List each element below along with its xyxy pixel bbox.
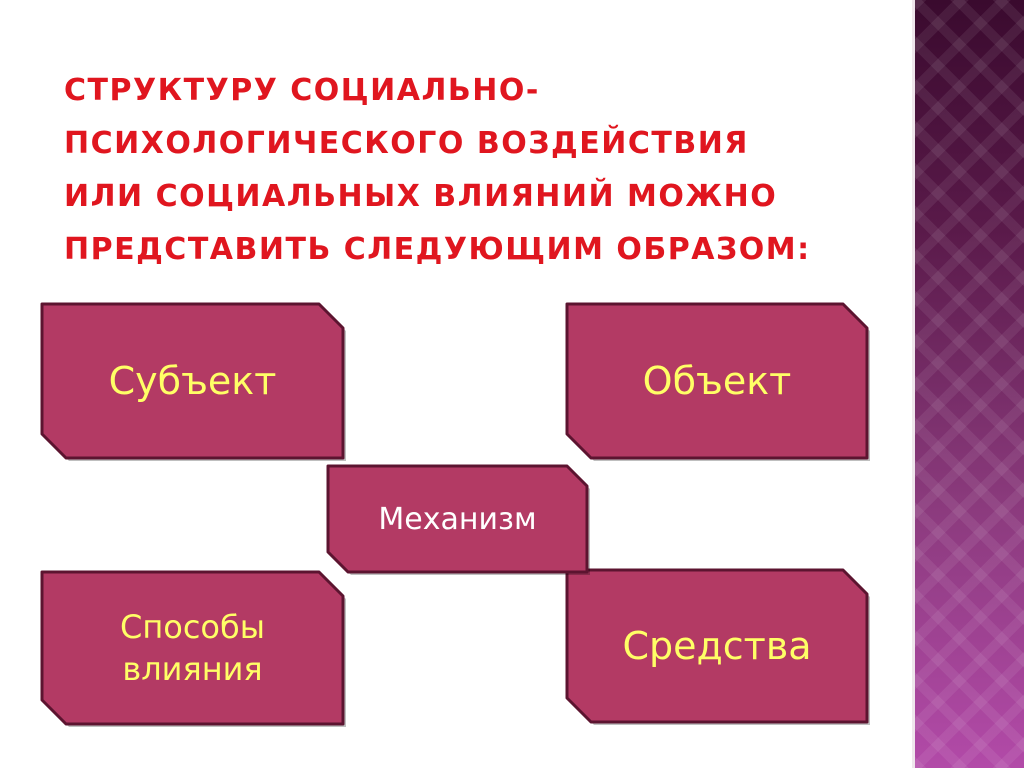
box-subject-label: Субъект: [109, 359, 277, 403]
side-band-divider: [912, 0, 915, 768]
slide-title: Структуру социально- психологического во…: [64, 73, 811, 267]
box-subject-shape: [40, 302, 345, 460]
box-object-shape: [565, 302, 869, 460]
box-mechanism: Механизм: [326, 464, 590, 575]
box-means: Средства: [565, 568, 870, 725]
box-means-shape: [565, 568, 869, 724]
box-mechanism-shape: [326, 464, 589, 574]
box-means-label: Средства: [622, 624, 811, 668]
box-object: Объект: [565, 302, 870, 461]
box-methods-shape: [40, 570, 345, 726]
box-mechanism-label: Механизм: [378, 502, 536, 537]
box-subject: Субъект: [40, 302, 346, 461]
side-band-pattern: [912, 0, 1024, 768]
decorative-side-band: [912, 0, 1024, 768]
box-object-label: Объект: [643, 359, 792, 403]
